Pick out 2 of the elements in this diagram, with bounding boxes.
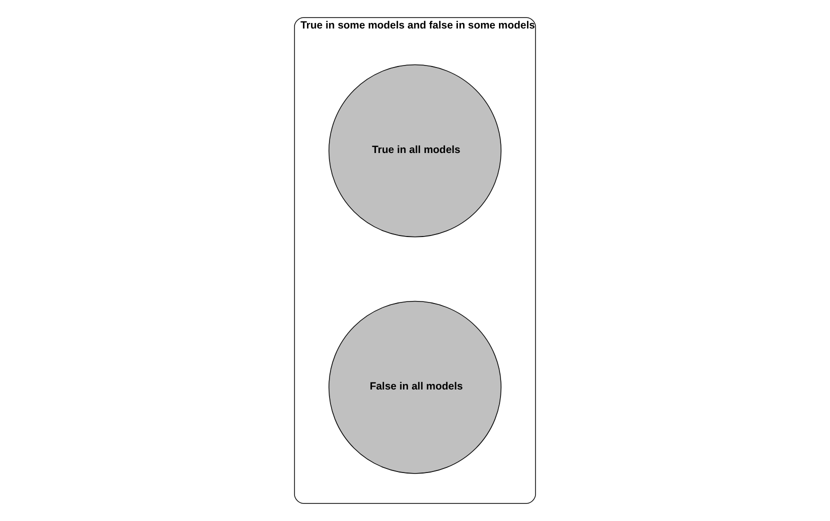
node-circle: False in all models: [328, 300, 502, 474]
node-circle: True in all models: [328, 64, 502, 238]
